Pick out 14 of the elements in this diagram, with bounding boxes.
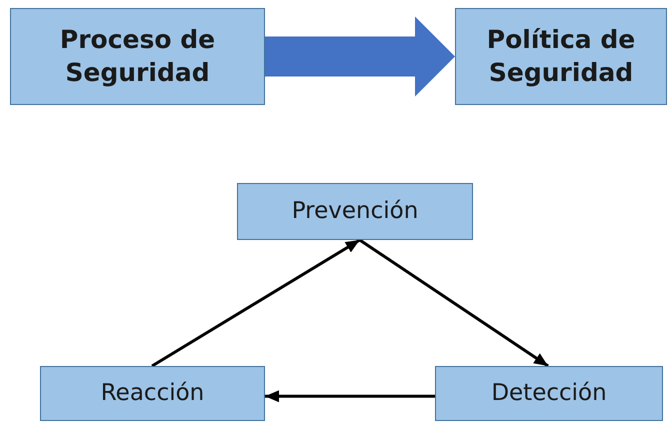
box-label: Reacción — [100, 378, 204, 408]
box-label: Proceso de Seguridad — [58, 24, 216, 88]
process-box — [40, 366, 265, 421]
arrow — [358, 238, 549, 368]
box-label: Prevención — [292, 196, 418, 226]
arrow — [151, 238, 360, 368]
box-label: Detección — [491, 378, 607, 408]
process-box — [237, 183, 473, 240]
process-box — [455, 8, 667, 105]
process-box — [435, 366, 663, 421]
box-label: Política de Seguridad — [486, 24, 636, 88]
process-box — [10, 8, 265, 105]
block-arrow — [265, 16, 455, 96]
arrow — [265, 390, 435, 402]
